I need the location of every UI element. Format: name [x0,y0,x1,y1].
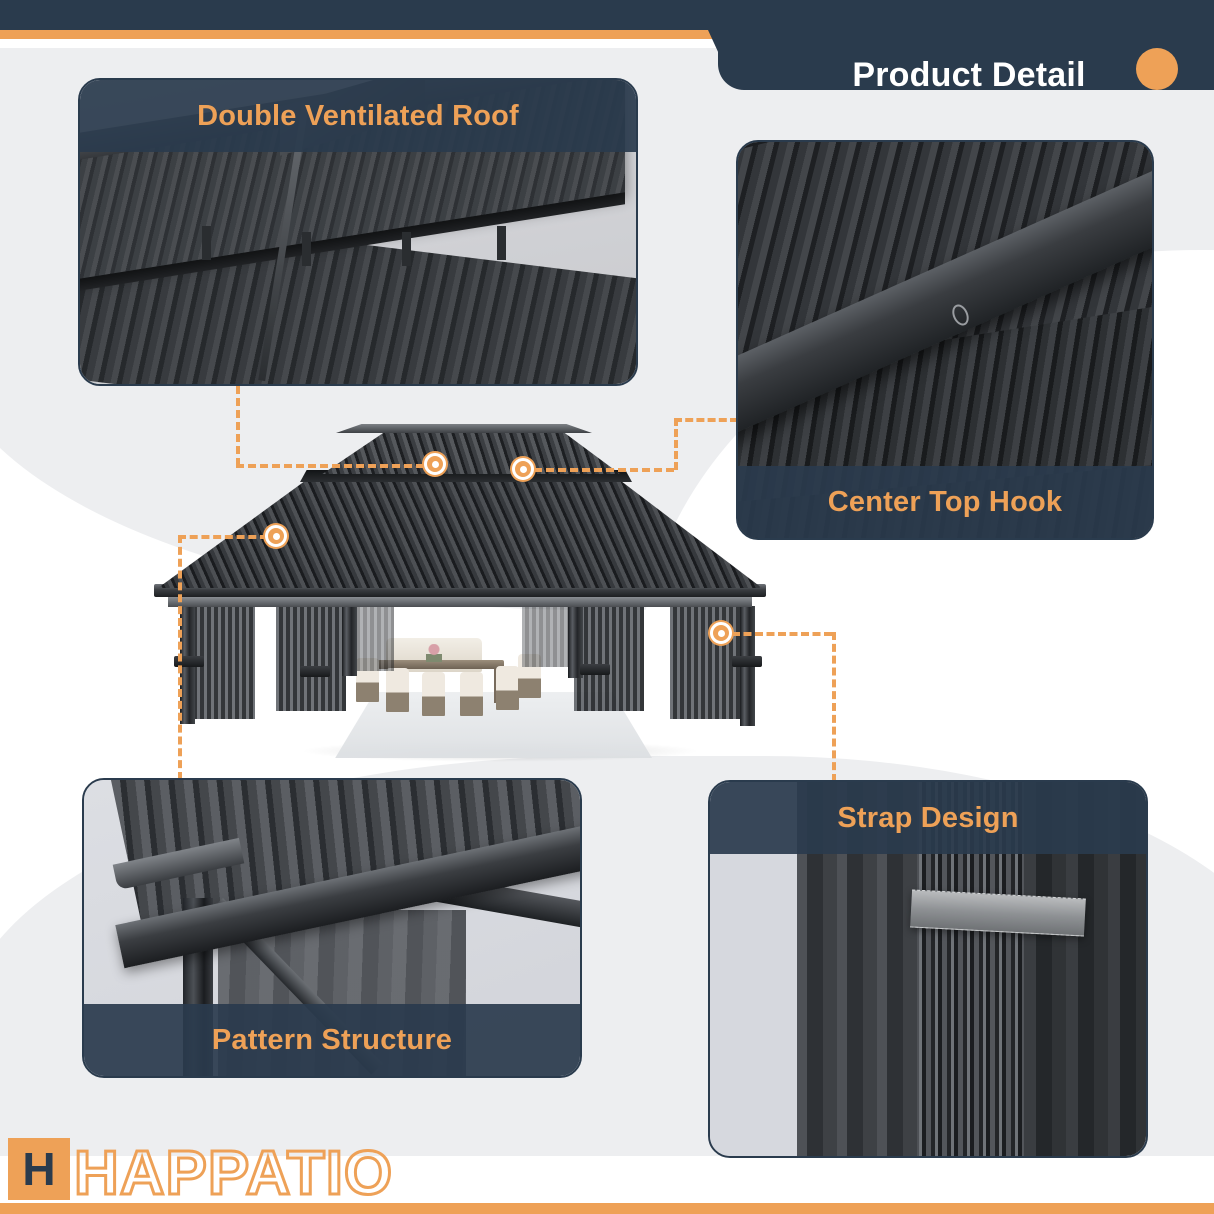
gazebo-strap-tie [300,666,330,677]
gazebo-post [568,606,583,678]
connector-pattern-vertical [178,535,182,780]
gazebo-table [378,660,504,669]
header-banner-body: Product Detail [718,30,1214,94]
gazebo-chair [422,672,445,716]
gazebo-centerpiece [426,644,442,662]
connector-hook-horizontal-top [674,418,738,422]
panel-pattern-structure[interactable]: Pattern Structure [82,778,582,1078]
gazebo-post [342,606,357,676]
brand-wordmark: HAPPATIO [72,1139,394,1208]
connector-strap-vertical [832,632,836,782]
connector-pattern-eave [178,535,268,539]
gazebo-chair [386,668,409,712]
gazebo-strap-tie [732,656,762,667]
panel-center-top-hook[interactable]: Center Top Hook [736,140,1154,540]
panel-label-double-ventilated-roof: Double Ventilated Roof [80,80,636,152]
panel-label-strap-design: Strap Design [710,782,1146,854]
callout-marker-strap[interactable] [710,622,732,644]
brand-logo-mark [8,1138,70,1200]
gazebo-strap-tie [174,656,204,667]
top-accent-rule [0,30,1214,39]
footer-accent-rule [0,1203,1214,1214]
callout-marker-hook[interactable] [512,458,534,480]
callout-marker-pattern[interactable] [265,525,287,547]
panel-strap-design[interactable]: Strap Design [708,780,1148,1158]
connector-strap-horizontal [732,632,832,636]
accent-dot-icon [1136,48,1178,90]
connector-vent-vertical-top [236,386,240,466]
gazebo-chair [496,666,519,710]
panel-label-pattern-structure: Pattern Structure [84,1004,580,1076]
panel-label-center-top-hook: Center Top Hook [738,466,1152,538]
callout-marker-vent[interactable] [424,453,446,475]
gazebo-chair [460,672,483,716]
brand-logo-letter: H [22,1143,56,1195]
connector-hook-vertical [674,418,678,470]
panel-double-ventilated-roof[interactable]: Double Ventilated Roof [78,78,638,386]
connector-hook-horizontal-low [534,468,674,472]
hero-product-gazebo [150,420,770,762]
page-title: Product Detail [852,55,1086,94]
connector-vent-horizontal [236,464,436,468]
gazebo-strap-tie [580,664,610,675]
